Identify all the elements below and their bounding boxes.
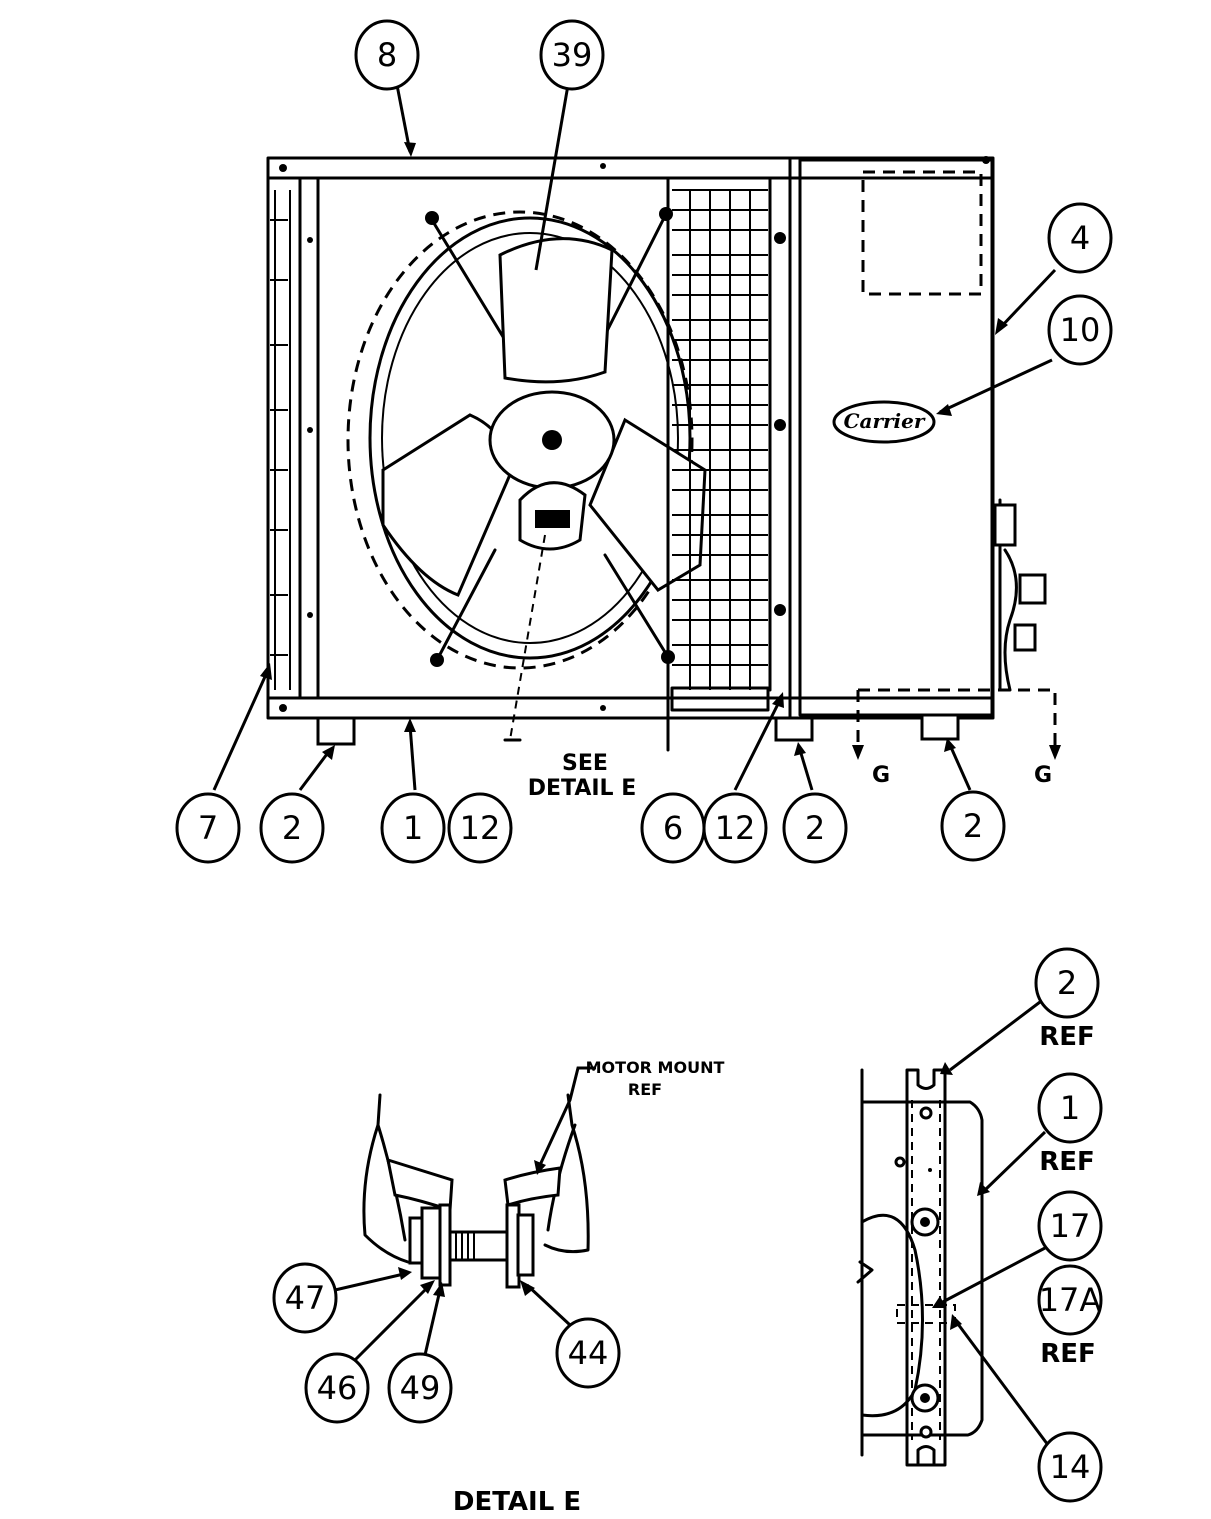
- leader-lines-side: [932, 1000, 1050, 1446]
- callout-2b: 2: [782, 792, 848, 864]
- callout-1-side: 1: [1037, 1072, 1103, 1144]
- callout-46: 46: [304, 1352, 370, 1424]
- ref-label-17a: REF: [1040, 1339, 1096, 1369]
- svg-text:49: 49: [400, 1369, 441, 1407]
- callout-2a: 2: [259, 792, 325, 864]
- svg-text:1: 1: [403, 809, 423, 847]
- condenser-unit: Carrier: [266, 156, 1061, 801]
- side-view-drawing: [856, 1068, 984, 1467]
- callout-2c: 2: [940, 790, 1006, 862]
- svg-text:17A: 17A: [1039, 1281, 1102, 1319]
- svg-text:1: 1: [1060, 1089, 1080, 1127]
- svg-text:47: 47: [285, 1279, 326, 1317]
- left-coil-edge: [270, 190, 291, 690]
- section-g-right: G: [1034, 763, 1052, 788]
- callout-17a: 17A: [1037, 1264, 1103, 1336]
- svg-text:12: 12: [715, 809, 756, 847]
- ref-label-2: REF: [1039, 1022, 1095, 1052]
- brand-logo: Carrier: [844, 409, 926, 433]
- fan-guard-spokes: [425, 207, 675, 667]
- rubber-feet: [316, 713, 960, 746]
- callout-1: 1: [380, 792, 446, 864]
- svg-text:4: 4: [1070, 219, 1090, 257]
- svg-text:6: 6: [663, 809, 683, 847]
- callout-44: 44: [555, 1317, 621, 1389]
- see-detail-label: SEE: [562, 751, 608, 776]
- callout-12b: 12: [702, 792, 768, 864]
- motor-mount-label: MOTOR MOUNT: [586, 1058, 725, 1077]
- callout-4: 4: [1047, 202, 1113, 274]
- section-g-left: G: [872, 763, 890, 788]
- service-panel: Carrier: [798, 158, 1047, 717]
- callout-14: 14: [1037, 1431, 1103, 1503]
- callout-8: 8: [354, 19, 420, 91]
- svg-text:12: 12: [460, 809, 501, 847]
- svg-text:44: 44: [568, 1334, 609, 1372]
- callout-6: 6: [640, 792, 706, 864]
- motor-mount-ref: REF: [628, 1080, 662, 1099]
- callout-47: 47: [272, 1262, 338, 1334]
- svg-text:10: 10: [1060, 311, 1101, 349]
- svg-text:14: 14: [1050, 1448, 1091, 1486]
- cabinet-screws: [279, 156, 990, 712]
- detail-e-drawing: [362, 1066, 596, 1289]
- see-detail-label-2: DETAIL E: [528, 776, 637, 801]
- svg-text:46: 46: [317, 1369, 358, 1407]
- leader-lines-main: [212, 84, 1057, 791]
- callout-2-side: 2: [1034, 947, 1100, 1019]
- callout-39: 39: [539, 19, 605, 91]
- svg-text:2: 2: [805, 809, 825, 847]
- svg-text:2: 2: [282, 809, 302, 847]
- leader-lines-detail: [334, 1267, 572, 1362]
- coil-grille: [666, 156, 792, 752]
- svg-text:8: 8: [377, 36, 397, 74]
- svg-text:17: 17: [1050, 1207, 1091, 1245]
- ref-label-1: REF: [1039, 1147, 1095, 1177]
- callout-12a: 12: [447, 792, 513, 864]
- callout-17: 17: [1037, 1190, 1103, 1262]
- section-g-line: [852, 688, 1061, 760]
- svg-text:39: 39: [552, 36, 593, 74]
- callout-49: 49: [387, 1352, 453, 1424]
- callout-7: 7: [175, 792, 241, 864]
- detail-e-title: DETAIL E: [453, 1487, 581, 1517]
- fan-blades: [381, 237, 707, 597]
- svg-text:2: 2: [1057, 964, 1077, 1002]
- callout-10: 10: [1047, 294, 1113, 366]
- svg-text:7: 7: [198, 809, 218, 847]
- svg-text:2: 2: [963, 807, 983, 845]
